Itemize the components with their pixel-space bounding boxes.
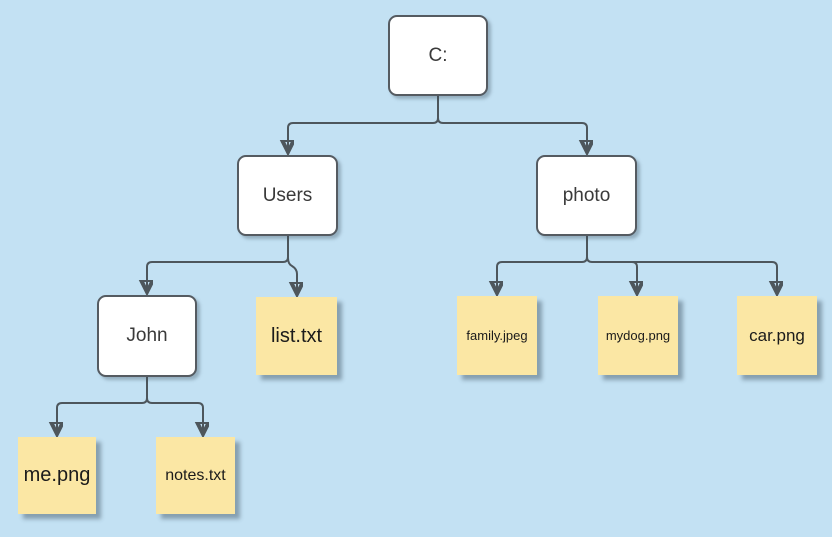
- node-users-folder-label: Users: [262, 184, 313, 206]
- node-john-folder: John: [97, 295, 197, 377]
- edge-john-notes: [146, 377, 203, 433]
- edge-users-list: [287, 236, 297, 293]
- node-me-png-file: me.png: [18, 437, 96, 514]
- node-notes-txt-file: notes.txt: [156, 437, 235, 514]
- edge-users-john: [147, 236, 289, 291]
- edge-c-users: [288, 96, 439, 151]
- node-users-folder: Users: [237, 155, 338, 236]
- edge-photo-family: [497, 236, 588, 292]
- node-mydog-png-file-label: mydog.png: [605, 328, 671, 343]
- edge-photo-car: [586, 236, 777, 292]
- node-photo-folder: photo: [536, 155, 637, 236]
- edge-photo-mydog: [632, 261, 637, 292]
- node-mydog-png-file: mydog.png: [598, 296, 678, 375]
- edge-c-photo: [437, 96, 587, 151]
- node-family-jpeg-file-label: family.jpeg: [466, 328, 528, 343]
- node-c-drive-label: C:: [428, 44, 448, 66]
- node-list-txt-file-label: list.txt: [270, 324, 323, 347]
- node-family-jpeg-file: family.jpeg: [457, 296, 537, 375]
- edge-john-me: [57, 377, 148, 433]
- node-c-drive: C:: [388, 15, 488, 96]
- node-list-txt-file: list.txt: [256, 297, 337, 375]
- node-car-png-file: car.png: [737, 296, 817, 375]
- node-me-png-file-label: me.png: [23, 464, 91, 486]
- node-car-png-file-label: car.png: [749, 325, 805, 345]
- node-john-folder-label: John: [126, 325, 168, 346]
- node-notes-txt-file-label: notes.txt: [165, 466, 226, 484]
- node-photo-folder-label: photo: [562, 184, 611, 206]
